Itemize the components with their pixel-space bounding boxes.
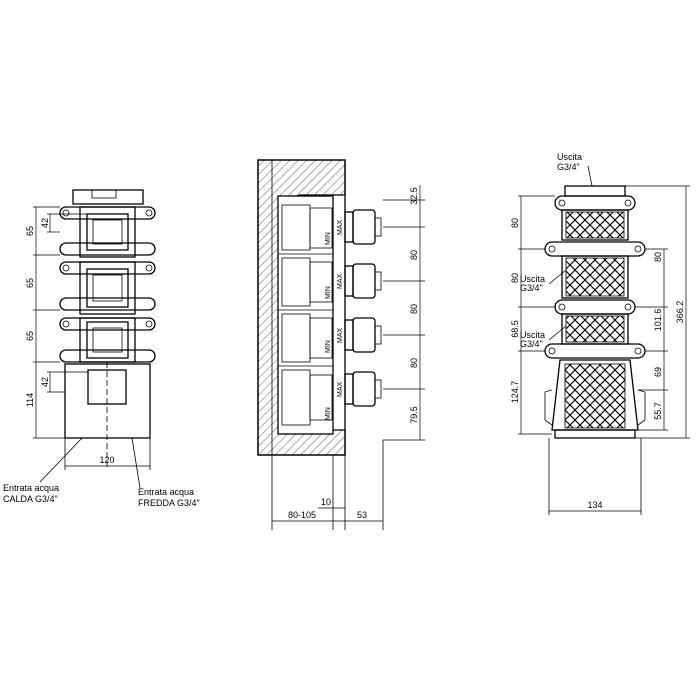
hot-leader bbox=[39, 437, 83, 483]
front-inner-dim-2: 42 bbox=[40, 377, 50, 387]
front-top-tab bbox=[91, 189, 117, 199]
side-dim-53: 53 bbox=[357, 510, 367, 520]
min-label-2: MIN bbox=[325, 286, 332, 299]
side-knob-2 bbox=[344, 263, 382, 299]
max-label-3: MAX bbox=[337, 328, 344, 344]
back-bottom-body bbox=[544, 359, 646, 439]
cold-leader bbox=[131, 437, 141, 489]
hot-label-line1: Entrata acqua bbox=[3, 483, 59, 493]
side-dim-10: 10 bbox=[321, 497, 331, 507]
side-dim-2: 80 bbox=[409, 250, 419, 260]
back-outlet-top-line1: Uscita bbox=[557, 152, 582, 162]
back-outlet-mid1-line2: G3/4" bbox=[520, 283, 543, 293]
min-label-3: MIN bbox=[325, 340, 332, 353]
front-bottom-body bbox=[64, 363, 151, 439]
back-right-dimensions: 80 101.6 69 55.7 366.2 bbox=[625, 185, 690, 439]
back-right-dim-3: 69 bbox=[653, 367, 663, 377]
front-dim-4: 114 bbox=[25, 393, 35, 407]
back-module-1 bbox=[544, 195, 646, 257]
back-outlet-top-leader bbox=[587, 165, 593, 187]
back-outlet-mid1-leader bbox=[548, 269, 567, 285]
max-label-1: MAX bbox=[337, 220, 344, 236]
side-cartridges bbox=[278, 204, 333, 426]
back-outlet-mid2-line1: Uscita bbox=[520, 330, 545, 340]
back-left-dim-3: 68.5 bbox=[510, 320, 520, 338]
back-right-dim-4: 55.7 bbox=[653, 402, 663, 420]
front-left-dimensions: 65 65 65 114 42 42 bbox=[25, 206, 88, 439]
side-knob-3 bbox=[344, 317, 382, 353]
front-dim-1: 65 bbox=[25, 226, 35, 236]
back-top-bracket bbox=[564, 185, 626, 197]
back-total-dim: 366.2 bbox=[675, 301, 685, 324]
side-knob-1 bbox=[344, 209, 382, 245]
back-left-dimensions: 80 80 68.5 124.7 bbox=[510, 195, 555, 435]
side-dim-5: 79.5 bbox=[409, 406, 419, 424]
side-dim-4: 80 bbox=[409, 358, 419, 368]
front-module-3 bbox=[59, 317, 156, 363]
cold-label-line1: Entrata acqua bbox=[138, 487, 194, 497]
back-outlet-mid2-line2: G3/4" bbox=[520, 339, 543, 349]
max-label-4: MAX bbox=[337, 382, 344, 398]
front-dim-2: 65 bbox=[25, 278, 35, 288]
back-outlet-mid2-leader bbox=[548, 325, 567, 341]
max-label-2: MAX bbox=[337, 274, 344, 290]
back-bottom-dim: 134 bbox=[587, 500, 602, 510]
back-left-dim-2: 80 bbox=[510, 273, 520, 283]
front-module-1 bbox=[59, 206, 156, 258]
side-bottom-dimensions: 10 80-105 53 bbox=[272, 497, 383, 522]
side-valve-body bbox=[277, 195, 334, 435]
back-outlet-mid1-line1: Uscita bbox=[520, 274, 545, 284]
back-view: 134 80 80 68.5 124.7 80 101.6 69 55.7 bbox=[510, 152, 690, 515]
cold-label-line2: FREDDA G3/4" bbox=[138, 498, 200, 508]
back-module-2 bbox=[554, 255, 636, 315]
back-left-dim-4: 124.7 bbox=[510, 381, 520, 404]
min-label-4: MIN bbox=[325, 407, 332, 420]
side-wall-outline bbox=[257, 159, 346, 456]
side-right-dimensions: 32.5 80 80 80 79.5 bbox=[383, 185, 425, 441]
side-dim-1: 32.5 bbox=[409, 187, 419, 205]
hot-label-line2: CALDA G3/4" bbox=[3, 494, 58, 504]
back-left-dim-1: 80 bbox=[510, 218, 520, 228]
front-inner-dim-1: 42 bbox=[40, 218, 50, 228]
front-dim-3: 65 bbox=[25, 331, 35, 341]
back-right-dim-1: 80 bbox=[653, 252, 663, 262]
front-module-2 bbox=[59, 261, 156, 315]
min-label-1: MIN bbox=[325, 232, 332, 245]
front-top-bracket bbox=[72, 189, 144, 205]
side-dim-3: 80 bbox=[409, 304, 419, 314]
front-bottom-dim: 120 bbox=[99, 455, 114, 465]
side-view: MAX MAX MAX MAX MIN MIN MIN MIN 32.5 80 … bbox=[257, 159, 425, 530]
back-module-3 bbox=[544, 313, 646, 359]
front-view: 65 65 65 114 42 42 120 Entrata acqua CAL… bbox=[3, 189, 200, 508]
side-dim-80-105: 80-105 bbox=[288, 510, 316, 520]
back-right-dim-2: 101.6 bbox=[653, 309, 663, 332]
back-outlet-top-line2: G3/4" bbox=[557, 162, 580, 172]
side-knob-4 bbox=[344, 371, 382, 407]
